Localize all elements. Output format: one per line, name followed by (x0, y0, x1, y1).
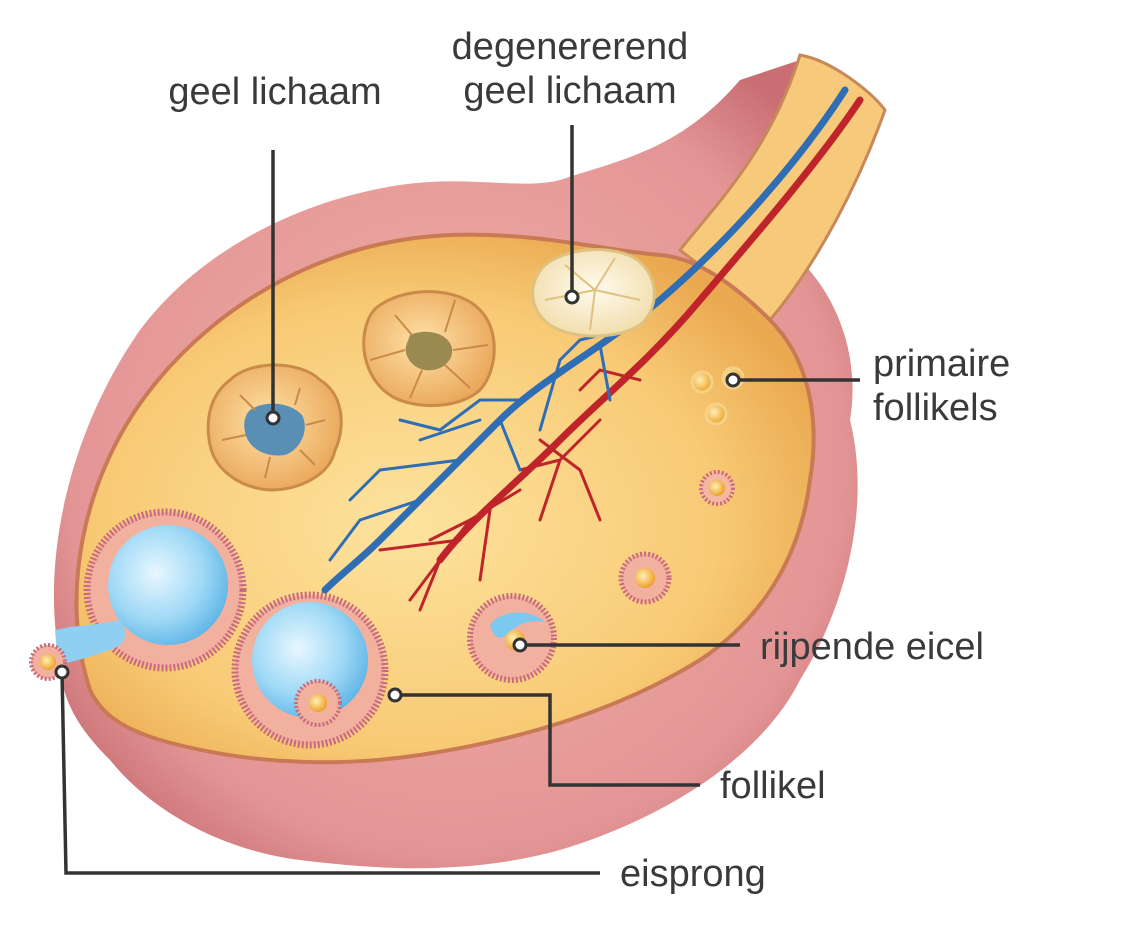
leader-follicle (395, 693, 700, 787)
label-maturing-egg: rijpende eicel (760, 625, 984, 669)
corpus-luteum-shape (206, 363, 343, 492)
leader-ovulation (60, 671, 600, 875)
label-corpus-luteum: geel lichaam (150, 70, 400, 114)
label-follicle: follikel (720, 764, 826, 808)
egg-cell-released (40, 654, 56, 670)
follicle-shape (231, 591, 389, 749)
follicle-shape-small (618, 470, 735, 605)
blood-vessel (321, 86, 864, 612)
label-ovulation: eisprong (620, 852, 766, 896)
label-corpus-luteum-line-1: geel lichaam (168, 71, 382, 113)
label-degenerating-line-2: geel lichaam (463, 70, 677, 112)
label-primary-line-2: follikels (873, 387, 998, 429)
maturing-follicle (467, 593, 557, 683)
label-follicle-line-1: follikel (720, 765, 826, 807)
leader-dots (54, 289, 741, 703)
label-degenerating-line-1: degenererend (451, 26, 689, 68)
label-degenerating-corpus-luteum: degenererend geel lichaam (430, 25, 710, 113)
label-primary-follicles: primaire follikels (873, 342, 1010, 430)
ligament-stalk (677, 53, 887, 323)
rupturing-follicle (55, 508, 247, 672)
leader-lines (60, 125, 860, 875)
label-maturing-line-1: rijpende eicel (760, 626, 984, 668)
corpus-luteum-shape-2 (362, 290, 496, 408)
degenerating-corpus-luteum-shape (531, 248, 656, 338)
label-primary-line-1: primaire (873, 343, 1011, 385)
label-ovulation-line-1: eisprong (620, 853, 766, 895)
